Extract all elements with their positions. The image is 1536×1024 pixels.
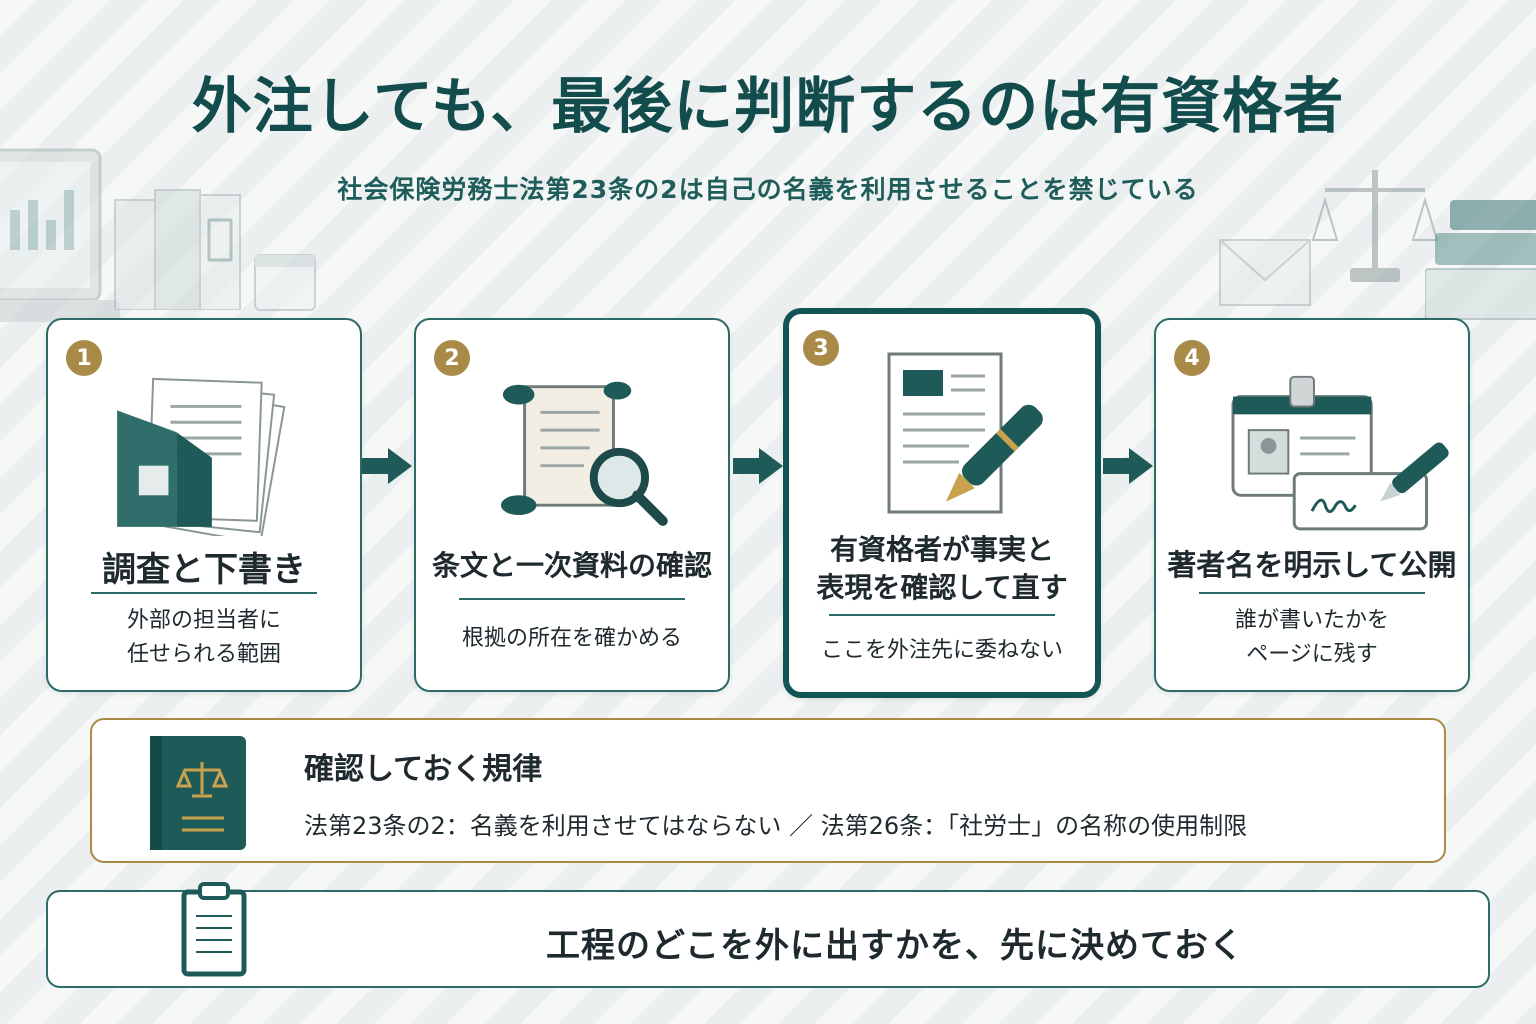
step-description-line: ここを外注先に委ねない bbox=[820, 638, 1063, 663]
laptop-icon bbox=[0, 148, 120, 322]
step-card-2: 2 条文と一次資料の確認 根拠の所在を確かめる bbox=[414, 318, 730, 692]
step-description-line: ページに残す bbox=[1246, 642, 1378, 667]
step-title: 調査と下書き bbox=[102, 550, 306, 590]
documents-folder-icon bbox=[117, 377, 286, 536]
envelope-icon bbox=[1219, 239, 1311, 306]
calendar-icon bbox=[254, 254, 316, 311]
scales-icon bbox=[1311, 170, 1439, 282]
step-title-line: 表現を確認して直す bbox=[816, 571, 1068, 604]
rules-panel bbox=[90, 718, 1446, 863]
page-title: 外注しても、最後に判断するのは有資格者 bbox=[191, 72, 1345, 142]
law-book-icon bbox=[150, 736, 246, 850]
step-number-badge: 4 bbox=[1174, 340, 1210, 376]
step-number-badge: 1 bbox=[66, 340, 102, 376]
arrow-right-icon bbox=[733, 448, 783, 484]
binders-icon bbox=[114, 189, 241, 310]
conclusion-panel bbox=[46, 890, 1490, 988]
id-badge-signature-icon bbox=[1231, 375, 1449, 531]
conclusion-text: 工程のどこを外に出すかを、先に決めておく bbox=[546, 926, 1244, 966]
step-description-line: 任せられる範囲 bbox=[126, 642, 281, 667]
clipboard-icon bbox=[181, 882, 247, 977]
rules-title: 確認しておく規律 bbox=[304, 752, 543, 787]
document-pen-icon bbox=[887, 352, 1043, 514]
step-divider bbox=[1199, 592, 1425, 594]
step-card-1: 1 調査と下書き 外部の担当者に 任せられる範囲 bbox=[46, 318, 362, 692]
page-subtitle: 社会保険労務士法第23条の2は自己の名義を利用させることを禁じている bbox=[337, 175, 1199, 204]
books-stack-icon bbox=[1425, 200, 1536, 320]
scroll-magnifier-icon bbox=[500, 381, 668, 526]
step-title-line: 有資格者が事実と bbox=[829, 533, 1054, 566]
step-card-4: 4 著者名を明示して公開 誰が書いたかを ページに残す bbox=[1154, 318, 1470, 692]
step-number-badge: 3 bbox=[803, 330, 839, 366]
step-title: 条文と一次資料の確認 bbox=[431, 549, 712, 582]
step-title: 著者名を明示して公開 bbox=[1167, 548, 1457, 582]
step-divider bbox=[459, 598, 685, 600]
arrow-right-icon bbox=[1103, 448, 1153, 484]
rules-text: 法第23条の2：名義を利用させてはならない ／ 法第26条：「社労士」の名称の使… bbox=[304, 812, 1248, 840]
step-divider bbox=[91, 592, 317, 594]
step-description-line: 根拠の所在を確かめる bbox=[461, 626, 682, 651]
step-card-3: 3 有資格者が事実と 表現を確認して直す ここを外注先に委ねない bbox=[783, 308, 1101, 698]
step-description-line: 外部の担当者に bbox=[126, 608, 281, 633]
arrow-right-icon bbox=[362, 448, 412, 484]
step-divider bbox=[829, 614, 1055, 616]
step-description-line: 誰が書いたかを bbox=[1234, 608, 1389, 633]
step-number-badge: 2 bbox=[434, 340, 470, 376]
